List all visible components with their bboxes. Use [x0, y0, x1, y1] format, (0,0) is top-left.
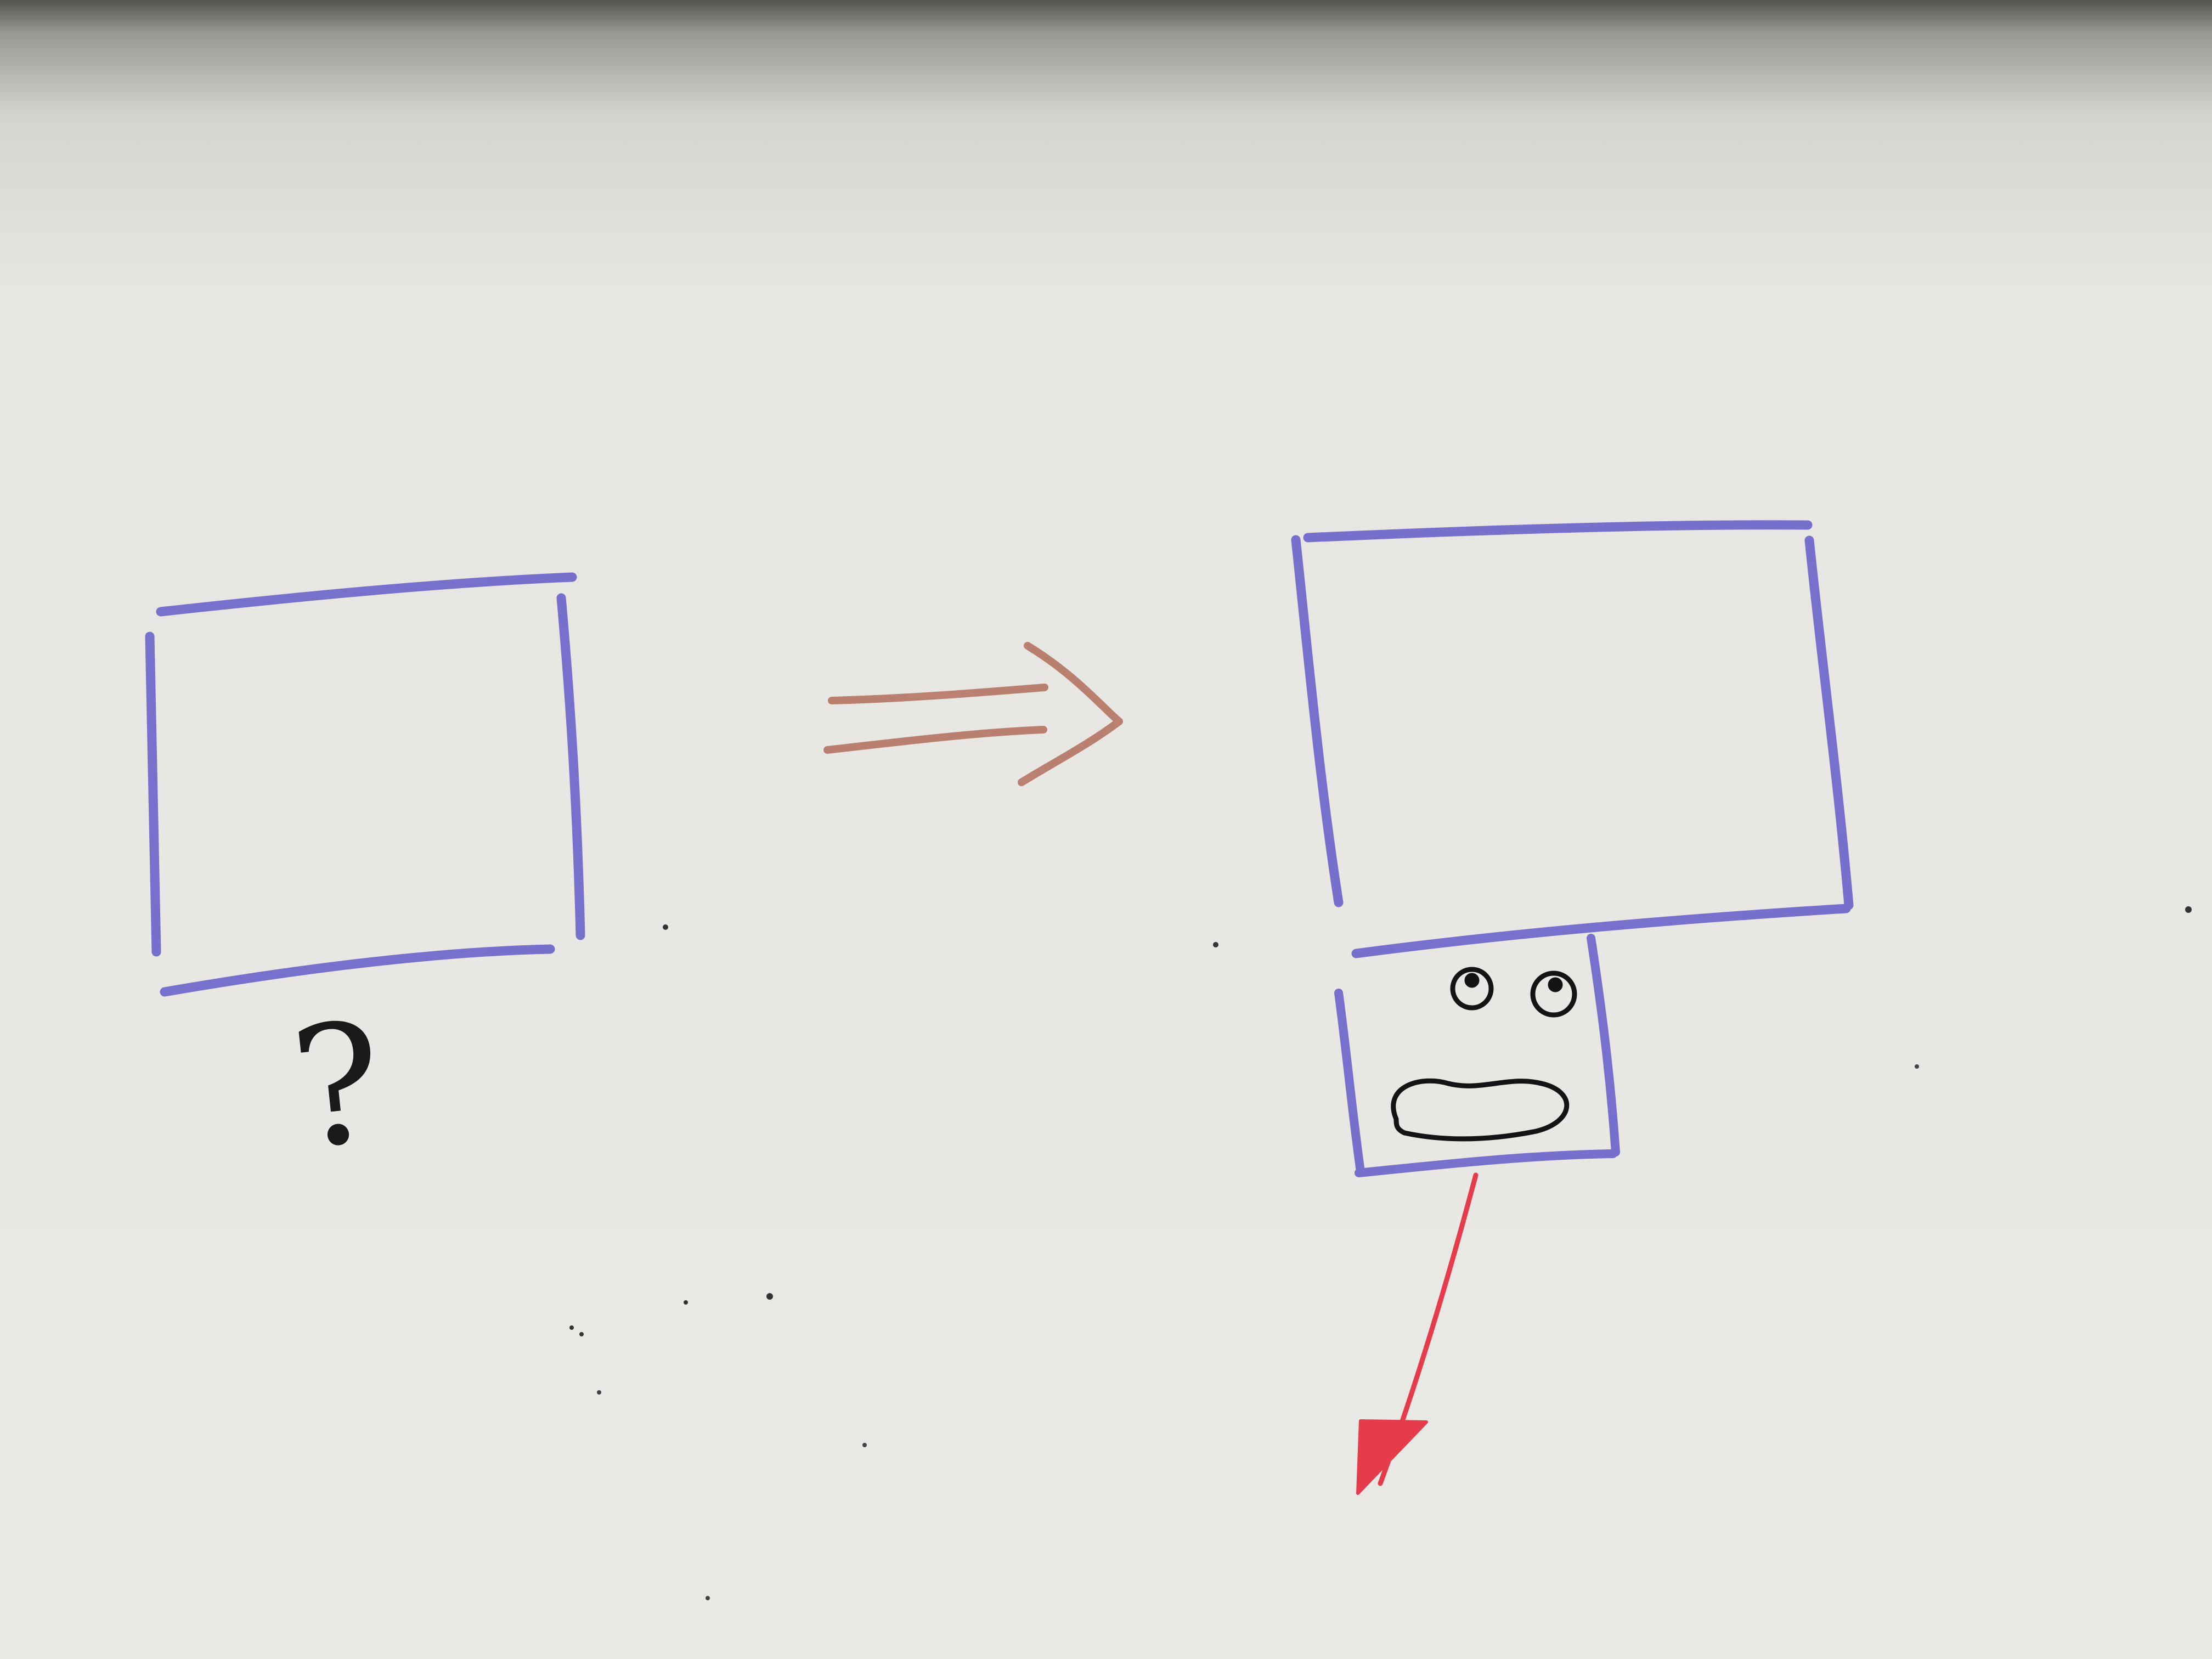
- paper-speck: [663, 924, 668, 930]
- paper-speck: [766, 1293, 773, 1300]
- box-after: [1291, 520, 1854, 958]
- right-pupil: [1548, 977, 1563, 992]
- falling-arrow: [1356, 1172, 1479, 1495]
- paper-speck: [597, 1390, 601, 1395]
- right-eye: [1530, 970, 1577, 1018]
- mouth: [1391, 1078, 1570, 1142]
- paper-speck: [1213, 942, 1218, 947]
- left-eye: [1450, 967, 1494, 1011]
- paper-speck: [2185, 906, 2192, 913]
- paper-speck: [862, 1443, 867, 1447]
- paper-speck: [706, 1596, 710, 1600]
- box-before: [145, 572, 585, 997]
- transition-double-arrow: [823, 642, 1123, 786]
- small-box-with-face: [1334, 934, 1620, 1177]
- paper-speck: [579, 1332, 584, 1336]
- paper-speck: [569, 1325, 574, 1330]
- left-pupil: [1464, 973, 1480, 988]
- paper-speck: [1915, 1064, 1919, 1069]
- question-mark-annotation: ?: [284, 986, 392, 1186]
- paper-speck: [684, 1300, 688, 1305]
